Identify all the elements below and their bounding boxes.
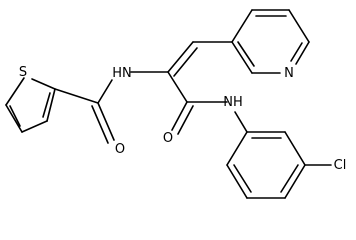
bond-ph-c2-c3: [284, 131, 306, 166]
bond-py-c3-c2: [231, 9, 253, 43]
bond-c2-carbonyl: [54, 88, 99, 104]
sulfur-atom-label: S: [19, 65, 27, 80]
amide-oxygen-label: O: [163, 131, 173, 146]
bond-py-c6-n-inner: [290, 42, 303, 62]
bond-calpha-amide: [167, 71, 188, 103]
bond-amide-o-double: [177, 105, 194, 135]
bond-c2-c3: [46, 88, 56, 122]
bond-py-c4-c3-inner: [237, 41, 255, 67]
thiophene-carboxamide: [54, 79, 115, 144]
chlorophenyl-ring: [226, 131, 332, 199]
bond-c3-c4: [21, 120, 48, 133]
central-alkene: [130, 41, 233, 103]
pyridine-ring: [231, 9, 310, 74]
chlorine-atom-label: Cl: [334, 158, 347, 173]
bond-c4-c5: [5, 104, 23, 133]
bond-c2-c3-inner: [42, 92, 51, 118]
bond-ph-c3-c4: [284, 164, 306, 199]
bond-amide-o: [171, 101, 188, 131]
anilide-amide: [171, 101, 248, 135]
bond-carbonyl-o-double: [91, 105, 109, 144]
bond-c4-c5-inner: [9, 105, 21, 127]
bond-ph-c5-c6-inner: [233, 164, 252, 193]
bond-py-c6-n: [295, 41, 310, 65]
anilide-nh-label: NH: [223, 95, 243, 110]
bond-carbonyl-nh: [97, 79, 113, 104]
bond-c5-s: [5, 77, 25, 106]
chemical-structure-diagram: S HN O O NH N Cl: [5, 9, 346, 199]
bond-ph-c3-c4-inner: [280, 164, 299, 193]
bond-py-c1-c6: [288, 9, 310, 43]
bond-ph-c5-c6: [226, 164, 248, 199]
atom-labels: S HN O O NH N Cl: [19, 65, 346, 173]
molecule-canvas: S HN O O NH N Cl: [5, 9, 346, 199]
bond-ph-c6-c1: [226, 131, 248, 166]
amide-nh-label: HN: [112, 66, 132, 81]
bond-carbonyl-o: [97, 102, 115, 141]
bond-py-c4-c3: [231, 41, 253, 74]
bond-calpha-cbeta-double: [173, 47, 198, 77]
thiophene-ring: [5, 77, 56, 133]
carbonyl-oxygen-label: O: [115, 142, 125, 157]
bond-calpha-cbeta: [167, 41, 194, 73]
pyridine-nitrogen-label: N: [284, 66, 294, 81]
bond-nh-aryl: [234, 111, 248, 133]
bond-s-c2: [31, 78, 56, 90]
